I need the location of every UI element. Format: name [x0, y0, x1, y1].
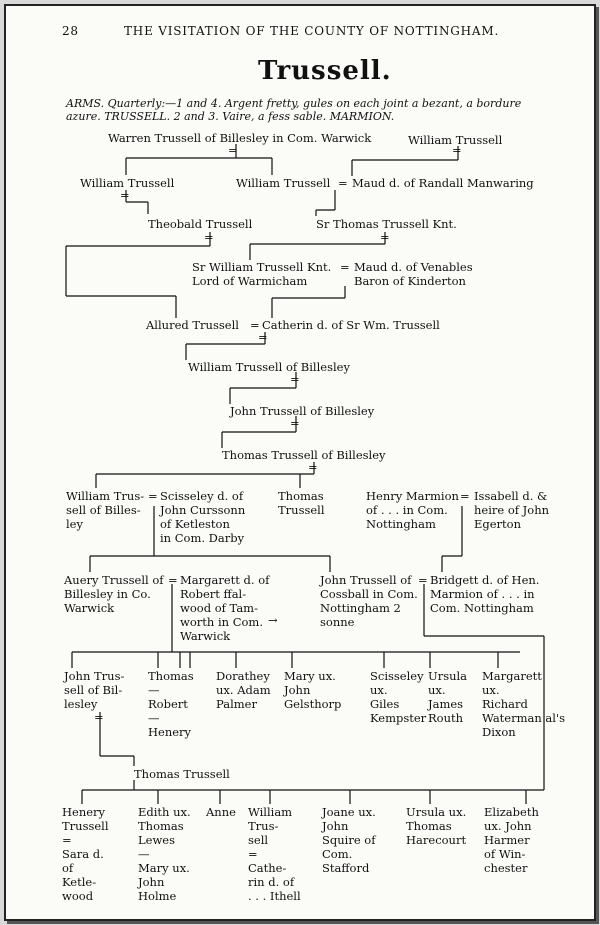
arms-line-1: ARMS. Quarterly:—1 and 4. Argent fretty,… [66, 97, 522, 110]
page-title: Trussell. [258, 56, 392, 86]
marriage-sign: = [290, 416, 300, 430]
marriage-sign: = [460, 489, 470, 503]
person-joane-squire: Joane ux. John Squire of Com. Stafford [322, 805, 376, 875]
person-allured-trussell: Allured Trussell [146, 318, 239, 332]
person-william-trussell-b: William Trussell [80, 176, 175, 190]
person-william-trussell-billesley-2: William Trus- sell of Billes- ley [66, 489, 145, 531]
person-john-trussell-billesley: John Trussell of Billesley [230, 404, 375, 418]
marriage-sign: = [250, 318, 260, 332]
marriage-sign: = [204, 230, 214, 244]
marriage-sign: = [148, 489, 158, 503]
marriage-sign: = [120, 188, 130, 202]
person-thomas-robert-henery: Thomas — Robert — Henery [148, 669, 194, 739]
person-thomas-trussell-3: Thomas Trussell [134, 767, 230, 781]
person-william-trussell-ithell: William Trus- sell = Cathe- rin d. of . … [248, 805, 301, 903]
person-maud-manwaring: Maud d. of Randall Manwaring [352, 176, 534, 190]
person-william-trussell-knt: Sr William Trussell Knt. Lord of Warmich… [192, 260, 332, 288]
person-bridgett-marmion: Bridgett d. of Hen. Marmion of . . . in … [430, 573, 540, 615]
person-thomas-trussell-billesley: Thomas Trussell of Billesley [222, 448, 386, 462]
marriage-sign: = [168, 573, 178, 587]
page-number: 28 [62, 24, 79, 38]
person-ursula-harecourt: Ursula ux. Thomas Harecourt [406, 805, 467, 847]
person-dorathey-palmer: Dorathey ux. Adam Palmer [216, 669, 271, 711]
person-mary-gelsthorp: Mary ux. John Gelsthorp [284, 669, 342, 711]
marriage-sign: = [340, 260, 350, 274]
person-maud-venables: Maud d. of Venables Baron of Kinderton [354, 260, 473, 288]
person-catherin-trussell: Catherin d. of Sr Wm. Trussell [262, 318, 440, 332]
person-margarett-ffalwood: Margarett d. of Robert ffal- wood of Tam… [180, 573, 270, 643]
pedigree-mark: → [268, 613, 278, 627]
person-thomas-trussell-2: Thomas Trussell [278, 489, 325, 517]
person-thomas-trussell-knt: Sr Thomas Trussell Knt. [316, 217, 457, 231]
page-frame [4, 4, 596, 921]
person-william-trussell-a: William Trussell [408, 133, 503, 147]
marriage-sign: = [258, 330, 268, 344]
person-edith-mary: Edith ux. Thomas Lewes — Mary ux. John H… [138, 805, 191, 903]
marriage-sign: = [418, 573, 428, 587]
marriage-sign: = [290, 372, 300, 386]
person-william-trussell-billesley: William Trussell of Billesley [188, 360, 350, 374]
marriage-sign: = [308, 460, 318, 474]
person-anne: Anne [206, 805, 236, 819]
person-margarett-waterman: Margarett ux. Richard Waterman al's Dixo… [482, 669, 566, 739]
arms-line-2: azure. TRUSSELL. 2 and 3. Vaire, a fess … [66, 110, 395, 123]
person-henry-marmion: Henry Marmion of . . . in Com. Nottingha… [366, 489, 459, 531]
person-henery-trussell: Henery Trussell = Sara d. of Ketle- wood [62, 805, 109, 903]
marriage-sign: = [338, 176, 348, 190]
marriage-sign: = [228, 143, 238, 157]
marriage-sign: = [380, 230, 390, 244]
marriage-sign: = [452, 143, 462, 157]
person-john-trussell-cossball: John Trussell of Cossball in Com. Nottin… [320, 573, 418, 629]
person-elizabeth-harmer: Elizabeth ux. John Harmer of Win- cheste… [484, 805, 539, 875]
person-ursula-routh: Ursula ux. James Routh [428, 669, 468, 725]
person-scisseley-kempster: Scisseley ux. Giles Kempster [370, 669, 427, 725]
marriage-sign: = [94, 710, 104, 724]
running-head: THE VISITATION OF THE COUNTY OF NOTTINGH… [124, 24, 500, 38]
person-john-trussell-billesley-3: John Trus- sell of Bil- lesley [64, 669, 125, 711]
person-auery-trussell: Auery Trussell of Billesley in Co. Warwi… [64, 573, 164, 615]
person-william-trussell-c: William Trussell [236, 176, 331, 190]
person-issabell-egerton: Issabell d. & heire of John Egerton [474, 489, 550, 531]
person-theobald-trussell: Theobald Trussell [148, 217, 253, 231]
person-warren-trussell: Warren Trussell of Billesley in Com. War… [108, 131, 372, 145]
person-scisseley-curssonn: Scisseley d. of John Curssonn of Ketlest… [160, 489, 246, 545]
